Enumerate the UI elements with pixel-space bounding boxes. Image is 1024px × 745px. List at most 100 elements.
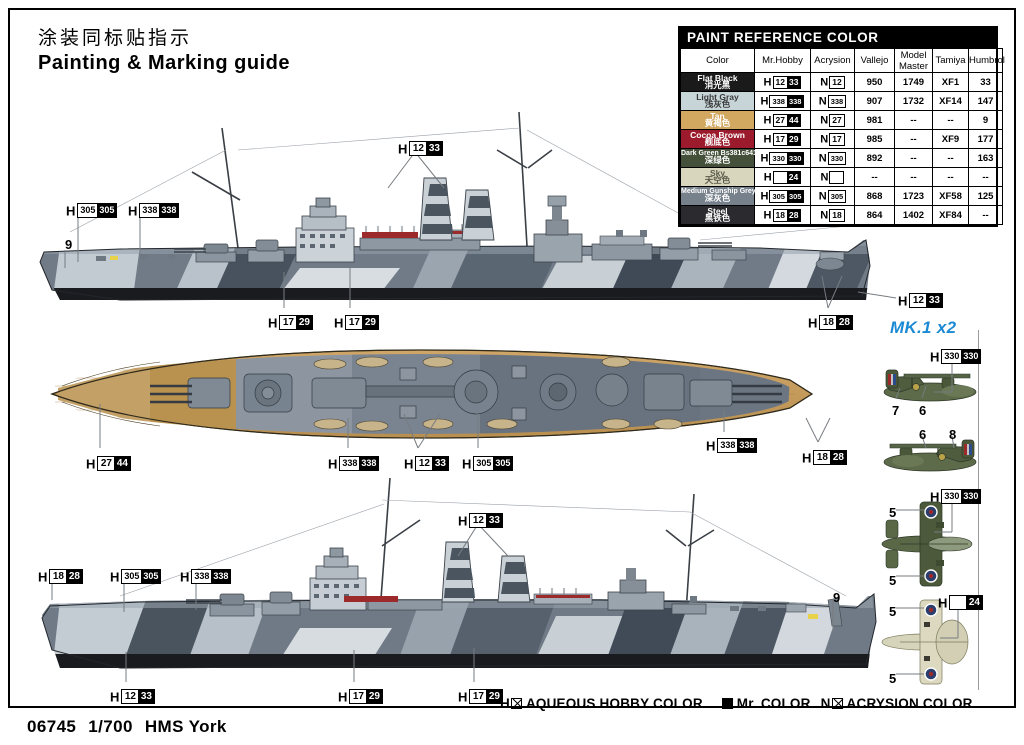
tamiya-code: XF14 bbox=[932, 91, 969, 111]
callout-code-white: 305 bbox=[122, 570, 142, 584]
model-master-code: -- bbox=[894, 148, 933, 168]
tamiya-code: XF58 bbox=[932, 186, 969, 206]
mrhobby-code: H 24 bbox=[754, 167, 811, 187]
callout-prefix: H bbox=[338, 689, 348, 705]
callout-prefix: H bbox=[938, 595, 948, 611]
product-name: HMS York bbox=[144, 717, 227, 736]
callout-prefix: H bbox=[398, 141, 408, 157]
part-number-label: 6 bbox=[919, 427, 927, 442]
aircraft-panel-divider bbox=[978, 330, 979, 690]
acrysion-code: N bbox=[810, 167, 855, 187]
legend-acrysion-label: ACRYSION COLOR bbox=[846, 696, 973, 711]
callout-code-black: 338 bbox=[211, 570, 231, 584]
acrysion-code-value: 330 bbox=[828, 152, 846, 164]
callout-code-white: 17 bbox=[280, 316, 297, 330]
col-header-color: Color bbox=[680, 48, 755, 73]
callout-prefix: H bbox=[706, 438, 716, 454]
callout-code-black: 44 bbox=[114, 457, 131, 471]
callout-code-black: 29 bbox=[296, 316, 313, 330]
page-title-chinese: 涂装同标贴指示 bbox=[38, 27, 193, 49]
model-master-code: 1402 bbox=[894, 205, 933, 225]
mrhobby-code-black: 28 bbox=[786, 209, 801, 221]
hobby-mark-icon bbox=[510, 698, 522, 709]
part-number-label: 5 bbox=[889, 505, 897, 520]
leader-lines bbox=[51, 151, 959, 682]
callout-prefix: H bbox=[458, 513, 468, 529]
callout-code-black: 33 bbox=[486, 514, 503, 528]
product-code: 06745 bbox=[27, 717, 77, 736]
paint-name-cn: 消光黑 bbox=[704, 81, 731, 91]
mrhobby-code-black: 305 bbox=[786, 190, 804, 202]
ship-deck-plan-middle bbox=[50, 349, 814, 439]
part-number-label: 9 bbox=[833, 590, 841, 605]
part-number-label: 5 bbox=[889, 604, 897, 619]
tamiya-code: XF1 bbox=[932, 72, 969, 92]
humbrol-code: 125 bbox=[968, 186, 1003, 206]
tamiya-code: XF84 bbox=[932, 205, 969, 225]
humbrol-code: -- bbox=[968, 205, 1003, 225]
callout-code-black: 338 bbox=[159, 204, 179, 218]
callout-code-black: 28 bbox=[836, 316, 853, 330]
callout-code-white: 305 bbox=[474, 457, 494, 471]
callout-prefix: H bbox=[38, 569, 48, 585]
callout-code-black: 24 bbox=[966, 596, 983, 610]
acrysion-mark-icon bbox=[831, 698, 843, 709]
acrysion-code-value: 12 bbox=[830, 76, 844, 88]
callout-code-black: 305 bbox=[141, 570, 161, 584]
vallejo-code: 950 bbox=[854, 72, 895, 92]
paint-name-en: Sky bbox=[709, 167, 726, 178]
paint-name-en: Steel bbox=[707, 205, 728, 216]
callout-code-white: 18 bbox=[50, 570, 67, 584]
callout-prefix: H bbox=[110, 689, 120, 705]
humbrol-code: 147 bbox=[968, 91, 1003, 111]
callout-code-white: 18 bbox=[820, 316, 837, 330]
mrhobby-code-black: 330 bbox=[786, 152, 804, 164]
callout-code-white: 305 bbox=[78, 204, 98, 218]
mrhobby-code-black: 24 bbox=[786, 171, 801, 183]
paint-name-en: Medium Gunship Grey bbox=[681, 188, 756, 196]
humbrol-code: 163 bbox=[968, 148, 1003, 168]
page-title: 涂装同标贴指示 Painting & Marking guide bbox=[38, 27, 290, 75]
vallejo-code: 985 bbox=[854, 129, 895, 149]
acrysion-code-value bbox=[830, 171, 844, 183]
acrysion-code-value: 305 bbox=[828, 190, 846, 202]
vallejo-code: 981 bbox=[854, 110, 895, 130]
paint-reference-table: PAINT REFERENCE COLOR Color Mr.Hobby Acr… bbox=[678, 26, 1005, 227]
paint-name-cn: 黄褐色 bbox=[704, 119, 731, 129]
callout-prefix: H bbox=[462, 456, 472, 472]
ship-side-profile-bottom bbox=[41, 477, 877, 669]
callout-prefix: H bbox=[128, 203, 138, 219]
callout-code-white: 18 bbox=[814, 451, 831, 465]
callout-code-black: 28 bbox=[66, 570, 83, 584]
callout-code-black: 28 bbox=[830, 451, 847, 465]
humbrol-code: 33 bbox=[968, 72, 1003, 92]
callout-code-white bbox=[950, 596, 967, 610]
part-number-label: 9 bbox=[65, 237, 73, 252]
